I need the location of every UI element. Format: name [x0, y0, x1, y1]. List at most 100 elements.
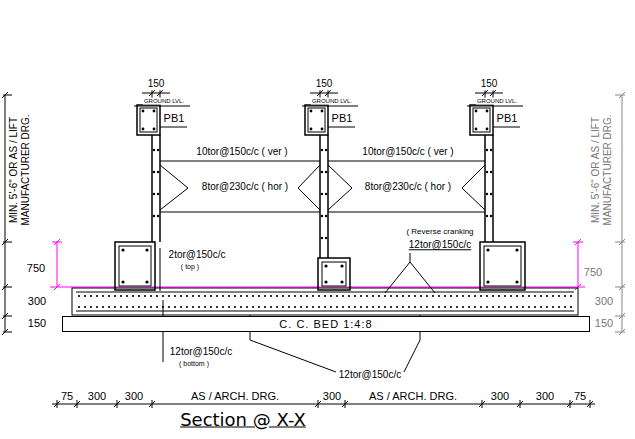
rebar-dot [564, 306, 566, 308]
bed-label: C. C. BED 1:4:8 [279, 318, 372, 331]
rebar-dot [486, 248, 489, 251]
rebar-dot [318, 306, 320, 308]
rebar-dot [222, 306, 224, 308]
rebar-dot [282, 306, 284, 308]
rebar-dot [354, 306, 356, 308]
rebar-dot [142, 128, 145, 131]
dimension-tick [490, 90, 496, 96]
rebar-dot [145, 248, 148, 251]
plinth-beam [470, 105, 493, 135]
rebar-dot [348, 295, 350, 297]
leader-line [328, 127, 355, 128]
rebar-dot [396, 306, 398, 308]
rebar-note: 12tor@150c/c [338, 369, 402, 381]
extension-line [590, 400, 591, 408]
height-note: MIN. 5'-6" OR AS / LIFT MANUFACTURER DRG… [8, 94, 31, 246]
rebar-dot [486, 306, 488, 308]
rebar-dot [84, 306, 86, 308]
dimension-line [310, 93, 338, 94]
rebar-dot [486, 128, 489, 131]
rebar-dot [444, 306, 446, 308]
dimension-line [475, 93, 503, 94]
rebar-dot [432, 306, 434, 308]
dimension-text: 300 [322, 390, 342, 403]
extension-line [117, 400, 118, 408]
rebar-dot [126, 295, 128, 297]
extension-line [3, 316, 12, 317]
dimension-line [142, 93, 170, 94]
rebar-dot [490, 149, 492, 151]
rebar-line [76, 311, 574, 312]
rebar-dot [153, 128, 156, 131]
rebar-dot [516, 306, 518, 308]
extension-line [3, 287, 12, 288]
rebar-dot [378, 295, 380, 297]
rebar-bend [462, 165, 485, 210]
rebar-dot [234, 295, 236, 297]
dimension-tick [54, 239, 60, 245]
rebar-dot [294, 295, 296, 297]
rebar-dot [486, 193, 488, 195]
wall-line [159, 135, 161, 242]
beam-mark: PB1 [331, 112, 354, 125]
rebar-dot [198, 306, 200, 308]
dimension-tick [317, 90, 323, 96]
concrete-bed: C. C. BED 1:4:8 [62, 316, 590, 332]
rebar-dot [498, 295, 500, 297]
rebar-line [160, 212, 320, 213]
rebar-dot [342, 295, 344, 297]
rebar-dot [114, 295, 116, 297]
rebar-dot [420, 306, 422, 308]
rebar-dot [414, 295, 416, 297]
wall-base [480, 242, 525, 290]
rebar-dot [210, 306, 212, 308]
rebar-dot [486, 295, 488, 297]
extension-line [57, 400, 58, 408]
dimension-tick [479, 401, 485, 407]
rebar-dot [490, 193, 492, 195]
rebar-dot [258, 295, 260, 297]
dimension-line [52, 404, 595, 405]
rebar-dot [120, 306, 122, 308]
rebar-dot [204, 306, 206, 308]
dimension-text: 750 [26, 262, 46, 275]
rebar-dot [534, 306, 536, 308]
rebar-dot [522, 306, 524, 308]
rebar-dot [384, 295, 386, 297]
rebar-dot [157, 193, 159, 195]
dimension-line [578, 242, 579, 287]
rebar-dot [153, 193, 155, 195]
rebar-line [328, 212, 485, 213]
rebar-dot [120, 295, 122, 297]
wall-line [484, 135, 486, 242]
rebar-dot [504, 295, 506, 297]
wall-base [115, 242, 155, 290]
rebar-dot [312, 295, 314, 297]
rebar-dot [321, 193, 323, 195]
rebar-dot [558, 295, 560, 297]
extension-line [615, 332, 625, 333]
dimension-text: 300 [87, 390, 107, 403]
rebar-dot [498, 306, 500, 308]
extension-line [345, 400, 346, 408]
rebar-dot [450, 306, 452, 308]
rebar-dot [540, 295, 542, 297]
rebar-dot [552, 295, 554, 297]
rebar-dot [180, 295, 182, 297]
rebar-dot [312, 306, 314, 308]
rebar-dot [475, 128, 478, 131]
rebar-dot [276, 295, 278, 297]
rebar-dot [258, 306, 260, 308]
rebar-dot [204, 295, 206, 297]
rebar-dot [126, 306, 128, 308]
rebar-dot [492, 306, 494, 308]
rebar-dot [270, 306, 272, 308]
rebar-dot [492, 295, 494, 297]
rebar-dot [486, 171, 488, 173]
rebar-dot [270, 295, 272, 297]
rebar-dot [300, 295, 302, 297]
rebar-dot [325, 171, 327, 173]
rebar-dot [310, 128, 313, 131]
rebar-note: 10tor@150c/c ( ver ) [195, 146, 288, 158]
extension-line [615, 287, 625, 288]
